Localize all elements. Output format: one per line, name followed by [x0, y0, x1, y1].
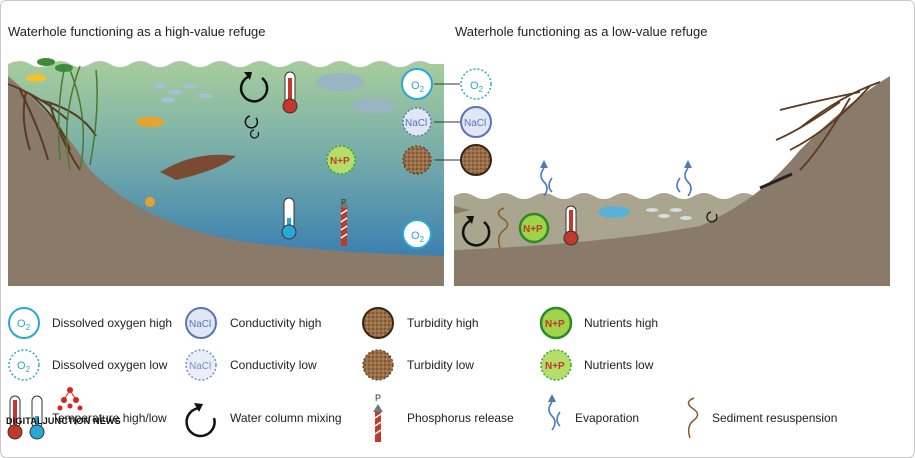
legend-nutrients-high-icon [539, 306, 573, 340]
mixing-arrow-small [249, 129, 260, 139]
fish-yellow [136, 117, 164, 127]
soil-basin-left [8, 76, 444, 286]
turbidity-high-icon [460, 144, 492, 176]
legend-icons: O2 O2 NaCl NaCl N+P N+P [7, 306, 699, 442]
left-panel [7, 58, 444, 286]
mixing-arrow-small [706, 211, 718, 223]
debris [759, 172, 793, 190]
fish-school-right [646, 208, 692, 220]
p-label: P [341, 198, 346, 207]
legend-sediment-resuspension: Sediment resuspension [712, 411, 838, 425]
legend-conductivity-high: Conductivity high [230, 316, 322, 330]
phosphorus-release-icon [339, 200, 349, 246]
catfish [160, 154, 236, 180]
mixing-arrow-small [244, 115, 259, 129]
mixing-arrow-large [461, 218, 491, 247]
nacl-label: NaCl [405, 118, 427, 129]
legend-thermometer-icon [7, 395, 45, 440]
legend-oxygen-low-icon [8, 349, 40, 381]
legend-evaporation: Evaporation [575, 411, 640, 425]
turbidity-low-icon [402, 145, 432, 175]
fish-right [598, 206, 630, 218]
comparison-arrows [434, 83, 460, 161]
right-panel [454, 76, 890, 286]
riverbank-tree-left [7, 83, 97, 171]
np-label: N+P [523, 224, 543, 235]
legend-turbidity-low-icon [362, 349, 394, 381]
watermark-logo-icon [57, 387, 83, 411]
legend-turbidity-high-icon [362, 307, 394, 339]
thermometer-high-icon [282, 71, 298, 114]
legend-mixing-icon [185, 406, 216, 438]
o2-label: O2 [470, 80, 484, 94]
nacl-label: NaCl [464, 118, 486, 129]
oxygen-high-icon [401, 68, 433, 100]
legend-turbidity-high: Turbidity high [407, 316, 479, 330]
svg-text:NaCl: NaCl [189, 361, 211, 372]
legend-dissolved-oxygen-low: Dissolved oxygen low [52, 358, 168, 372]
shrimp [145, 197, 155, 207]
legend-nutrients-low-icon [540, 349, 572, 381]
fish-small [26, 74, 46, 82]
oxygen-low-icon [460, 68, 492, 100]
legend-turbidity-low: Turbidity low [407, 358, 474, 372]
fish-large [316, 73, 364, 91]
lily-pad [55, 64, 73, 72]
fish-large [352, 98, 396, 114]
o2-label: O2 [411, 80, 425, 94]
legend-evaporation-icon [548, 401, 561, 431]
oxygen-high-icon [402, 219, 432, 249]
conductivity-high-icon [460, 106, 492, 138]
nutrients-high-icon [518, 212, 550, 244]
soil-basin-right [454, 76, 890, 286]
thermometer-low-icon [281, 197, 297, 240]
evaporation-icon [540, 167, 692, 197]
legend-conductivity-high-icon [185, 307, 217, 339]
svg-text:O2: O2 [17, 360, 31, 374]
legend-nutrients-high: Nutrients high [584, 316, 659, 330]
left-panel-title: Waterhole functioning as a high-value re… [8, 24, 266, 39]
aquatic-plants [57, 65, 98, 171]
lily-pad [37, 58, 55, 66]
svg-text:O2: O2 [17, 318, 31, 332]
svg-text:N+P: N+P [545, 361, 565, 372]
legend-phosphorus-icon [373, 404, 383, 442]
thermometer-high-icon [563, 205, 579, 246]
mixing-arrow-large [239, 74, 269, 103]
svg-text:NaCl: NaCl [189, 319, 211, 330]
sediment-resuspension-icon [497, 207, 509, 249]
legend-resuspension-icon [687, 397, 699, 439]
legend-water-column-mixing: Water column mixing [230, 411, 342, 425]
legend-temperature: Temperature high/low [52, 411, 167, 425]
legend-conductivity-low: Conductivity low [230, 358, 317, 372]
dead-tree-right [775, 81, 881, 171]
svg-text:P: P [375, 393, 381, 403]
watermark-text: DIGITALJUNCTION NEWS [6, 416, 121, 426]
svg-text:N+P: N+P [545, 319, 565, 330]
conductivity-low-icon [402, 107, 432, 137]
fish-school-left [153, 83, 212, 103]
legend-phosphorus-release: Phosphorus release [407, 411, 514, 425]
legend-dissolved-oxygen-high: Dissolved oxygen high [52, 316, 173, 330]
np-label: N+P [330, 156, 350, 167]
legend-oxygen-high-icon [8, 307, 40, 339]
right-panel-title: Waterhole functioning as a low-value ref… [455, 24, 708, 39]
nutrients-low-icon [326, 145, 356, 175]
legend-nutrients-low: Nutrients low [584, 358, 654, 372]
legend-conductivity-low-icon [185, 349, 217, 381]
o2-label: O2 [411, 230, 425, 244]
